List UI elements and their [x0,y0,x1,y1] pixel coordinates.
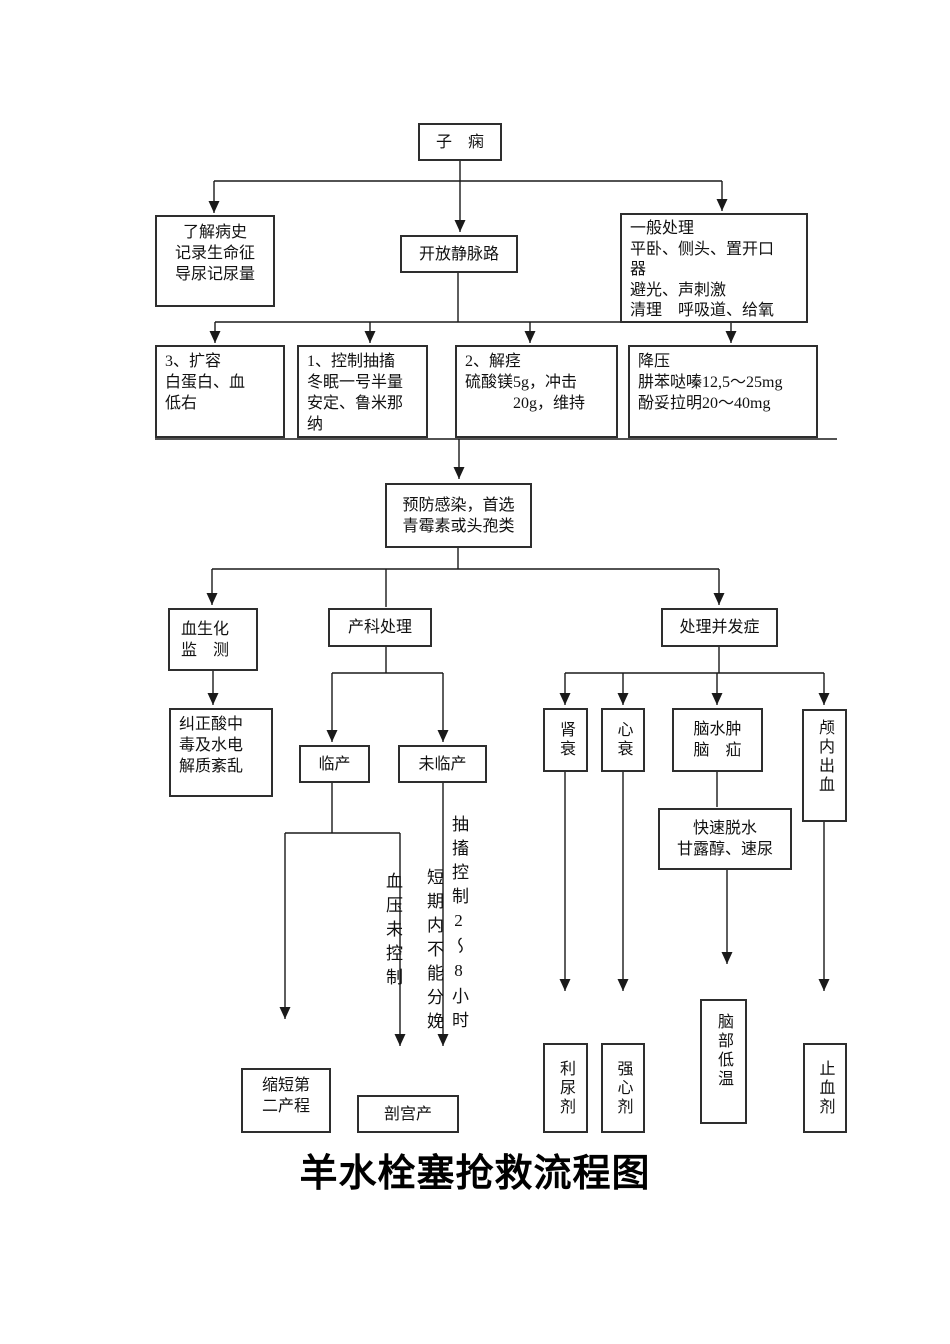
node-acidosis-correction: 纠正酸中 毒及水电 解质紊乱 [169,708,273,797]
node-renal-failure: 肾衰 [543,708,588,772]
node-intracranial-hemorrhage: 颅内出血 [802,709,847,822]
node-rapid-dehydration: 快速脱水 甘露醇、速尿 [658,808,792,870]
node-in-labor: 临产 [299,745,370,783]
node-diuretic: 利尿剂 [543,1043,588,1133]
node-blood-biochem: 血生化 监 测 [168,608,258,671]
node-cardiotonic: 强心剂 [601,1043,645,1133]
node-obstetric-management: 产科处理 [328,608,432,647]
node-cesarean: 剖宫产 [357,1095,459,1133]
node-antispasm: 2、解痉 硫酸镁5g，冲击 20g，维持 [455,345,618,438]
node-infection-prevention: 预防感染，首选 青霉素或头孢类 [385,483,532,548]
edge-label-seizure-controlled: 抽搐控制2～8小时 [449,815,468,1035]
edge-label-cannot-deliver: 短期内不能分娩 [424,868,443,1036]
node-brain-hypothermia: 脑部低温 [700,999,747,1124]
node-not-in-labor: 未临产 [398,745,487,783]
node-shorten-second-stage: 缩短第 二产程 [241,1068,331,1133]
node-seizure-control: 1、控制抽搐 冬眠一号半量 安定、鲁米那纳 [297,345,428,438]
node-cerebral-edema: 脑水肿 脑 疝 [672,708,763,772]
edge-label-bp-uncontrolled: 血压未控制 [383,872,402,992]
node-history: 了解病史 记录生命征 导尿记尿量 [155,215,275,307]
page-title: 羊水栓塞抢救流程图 [299,1153,651,1195]
node-volume-expansion: 3、扩容 白蛋白、血 低右 [155,345,285,438]
node-general-care: 一般处理 平卧、侧头、置开口 器 避光、声刺激 清理 呼吸道、给氧 [620,213,808,323]
node-heart-failure: 心衰 [601,708,645,772]
node-complications: 处理并发症 [661,608,778,647]
node-eclampsia: 子 痫 [418,123,502,161]
node-iv-access: 开放静脉路 [400,235,518,273]
node-hemostatic: 止血剂 [803,1043,847,1133]
node-antihypertensive: 降压 肼苯哒嗪12,5～25mg 酚妥拉明20～40mg [628,345,818,438]
